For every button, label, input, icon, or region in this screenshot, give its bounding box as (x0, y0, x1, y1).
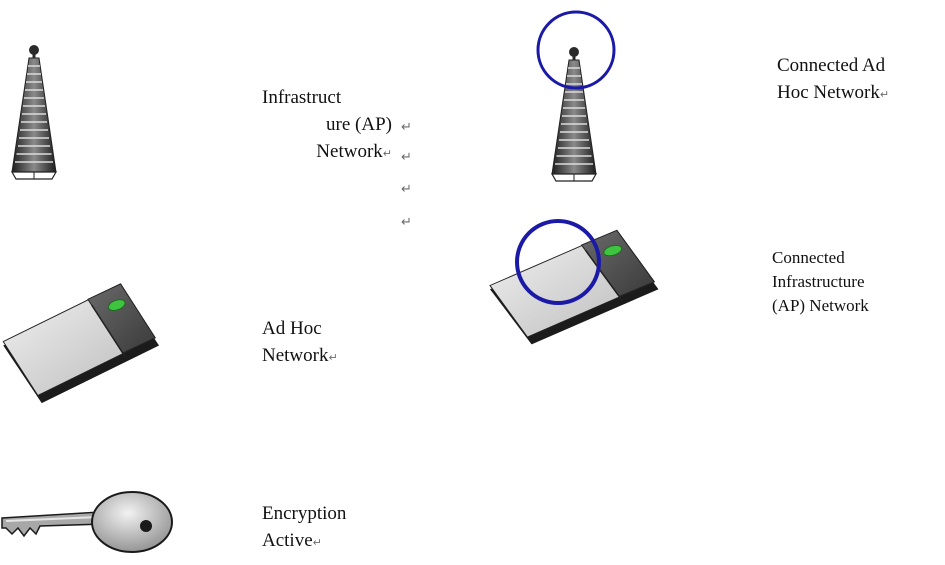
connected-ad-hoc-label-line-2: Hoc Network (777, 82, 880, 103)
infrastructure-label-line-3: Network (316, 141, 383, 162)
connected-ad-hoc-label: Connected Ad Hoc Network↵ (777, 52, 889, 108)
paragraph-mark: ↵ (879, 88, 890, 101)
connected-infrastructure-label-line-1: Connected (772, 248, 845, 267)
infrastructure-label-line-1: Infrastruct (262, 87, 342, 108)
paragraph-mark: ↵ (401, 120, 412, 135)
ad-hoc-label-line-1: Ad Hoc (262, 318, 322, 339)
connected-infrastructure-label: Connected Infrastructure (AP) Network (772, 246, 869, 318)
key-icon (0, 488, 175, 560)
paragraph-mark: ↵ (401, 215, 412, 230)
infrastructure-label: Infrastruct ure (AP) Network↵ (262, 84, 392, 167)
paragraph-mark: ↵ (328, 351, 338, 364)
connected-infrastructure-label-line-2: Infrastructure (772, 272, 865, 291)
connected-infrastructure-label-line-3: (AP) Network (772, 296, 869, 315)
wireless-card-connected-icon (488, 214, 663, 346)
connected-ad-hoc-label-line-1: Connected Ad (777, 55, 886, 76)
paragraph-mark: ↵ (401, 150, 412, 165)
radio-tower-connected-icon (530, 4, 622, 194)
infrastructure-label-line-2: ure (AP) (326, 114, 392, 135)
encryption-label-line-1: Encryption (262, 503, 347, 524)
encryption-label: Encryption Active↵ (262, 500, 346, 556)
paragraph-mark: ↵ (401, 182, 412, 197)
encryption-label-line-2: Active (262, 530, 313, 551)
ad-hoc-label: Ad Hoc Network↵ (262, 315, 338, 371)
paragraph-mark: ↵ (382, 147, 392, 160)
paragraph-mark: ↵ (312, 536, 322, 549)
wireless-card-icon (0, 282, 170, 407)
ad-hoc-label-line-2: Network (262, 345, 329, 366)
radio-tower-icon (10, 40, 58, 185)
